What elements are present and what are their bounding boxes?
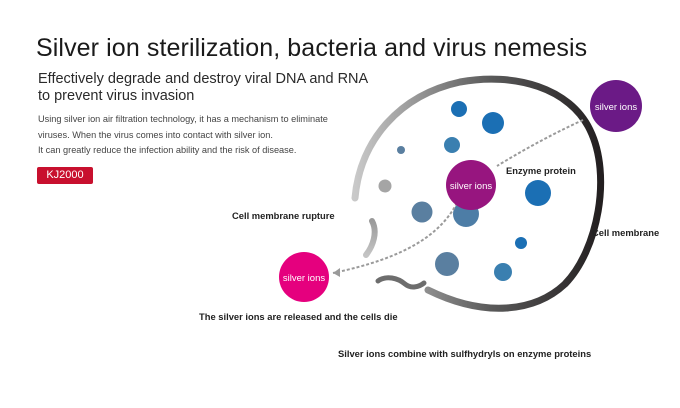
vesicle xyxy=(411,201,433,223)
vesicle xyxy=(451,101,467,117)
label-combine: Silver ions combine with sulfhydryls on … xyxy=(338,348,592,359)
cell-membrane-arc xyxy=(351,75,605,312)
ion-label: silver ions xyxy=(595,102,637,113)
vesicle xyxy=(482,112,504,134)
description: Using silver ion air filtration technolo… xyxy=(38,112,328,159)
label-cell-membrane-rupture: Cell membrane rupture xyxy=(232,210,335,221)
ion-path-entry xyxy=(496,119,584,167)
label-cell-membrane: Cell membrane xyxy=(592,227,660,238)
label-released: The silver ions are released and the cel… xyxy=(199,311,398,322)
subtitle-line-2: to prevent virus invasion xyxy=(38,88,195,104)
membrane-fragment-left xyxy=(363,218,378,258)
membrane-fragment-bottom xyxy=(375,275,427,290)
silver-ion-bound: silver ions xyxy=(446,160,496,210)
ion-path-release xyxy=(332,202,458,274)
description-line-1: Using silver ion air filtration technolo… xyxy=(38,114,328,124)
vesicle xyxy=(494,263,512,281)
ion-label: silver ions xyxy=(450,181,492,192)
subtitle: Effectively degrade and destroy viral DN… xyxy=(38,71,368,105)
vesicle xyxy=(525,180,551,206)
arrow-head xyxy=(333,268,340,277)
model-badge: KJ2000 xyxy=(37,167,93,184)
description-line-3: It can greatly reduce the infection abil… xyxy=(38,145,297,155)
description-line-2: viruses. When the virus comes into conta… xyxy=(38,129,273,140)
label-enzyme-protein: Enzyme protein xyxy=(506,165,576,176)
vesicle xyxy=(378,179,392,193)
ion-label: silver ions xyxy=(283,273,325,284)
page-title: Silver ion sterilization, bacteria and v… xyxy=(36,34,588,62)
silver-ion-released: silver ions xyxy=(279,252,329,302)
vesicle xyxy=(444,137,460,153)
vesicle xyxy=(435,252,459,276)
vesicle xyxy=(397,146,405,154)
silver-ion-outside: silver ions xyxy=(590,80,642,132)
vesicle xyxy=(515,237,527,249)
subtitle-line-1: Effectively degrade and destroy viral DN… xyxy=(38,71,369,87)
